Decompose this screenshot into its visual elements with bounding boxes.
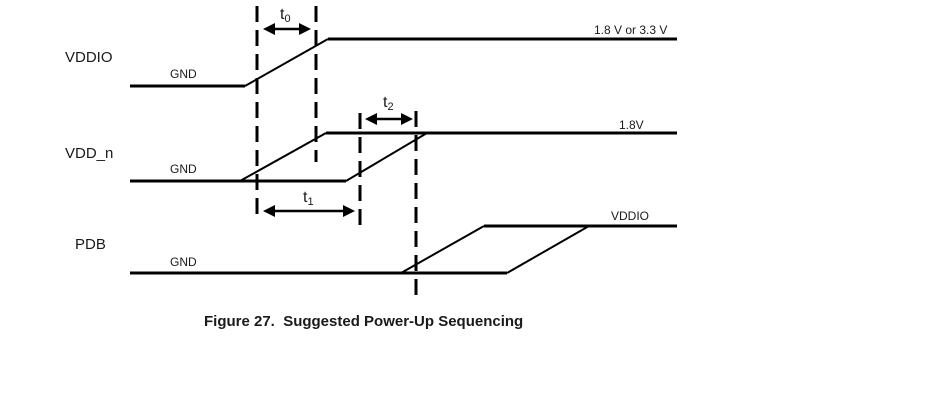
high-label-vddio: 1.8 V or 3.3 V [594, 23, 667, 37]
t0-arrow [263, 23, 311, 35]
t0-label: t0 [280, 6, 291, 25]
signal-name-vdd-n: VDD_n [65, 145, 113, 162]
waveform-pdb-ramp-early [400, 225, 485, 274]
t2-label: t2 [383, 94, 394, 113]
t1-label: t1 [303, 189, 314, 208]
high-label-pdb: VDDIO [611, 209, 649, 223]
t1-arrow [263, 205, 355, 217]
gnd-label-vdd-n: GND [170, 162, 197, 176]
waveform-vddio-ramp [244, 38, 329, 87]
signal-name-pdb: PDB [75, 236, 106, 253]
high-label-vdd-n: 1.8V [619, 118, 644, 132]
gnd-label-pdb: GND [170, 255, 197, 269]
waveform-pdb-ramp-late [506, 225, 590, 274]
signal-name-vddio: VDDIO [65, 49, 113, 66]
waveform-vdd-n-ramp-early [239, 132, 327, 182]
gnd-label-vddio: GND [170, 67, 197, 81]
figure-caption: Figure 27. Suggested Power-Up Sequencing [204, 313, 523, 330]
t2-arrow [365, 113, 413, 125]
